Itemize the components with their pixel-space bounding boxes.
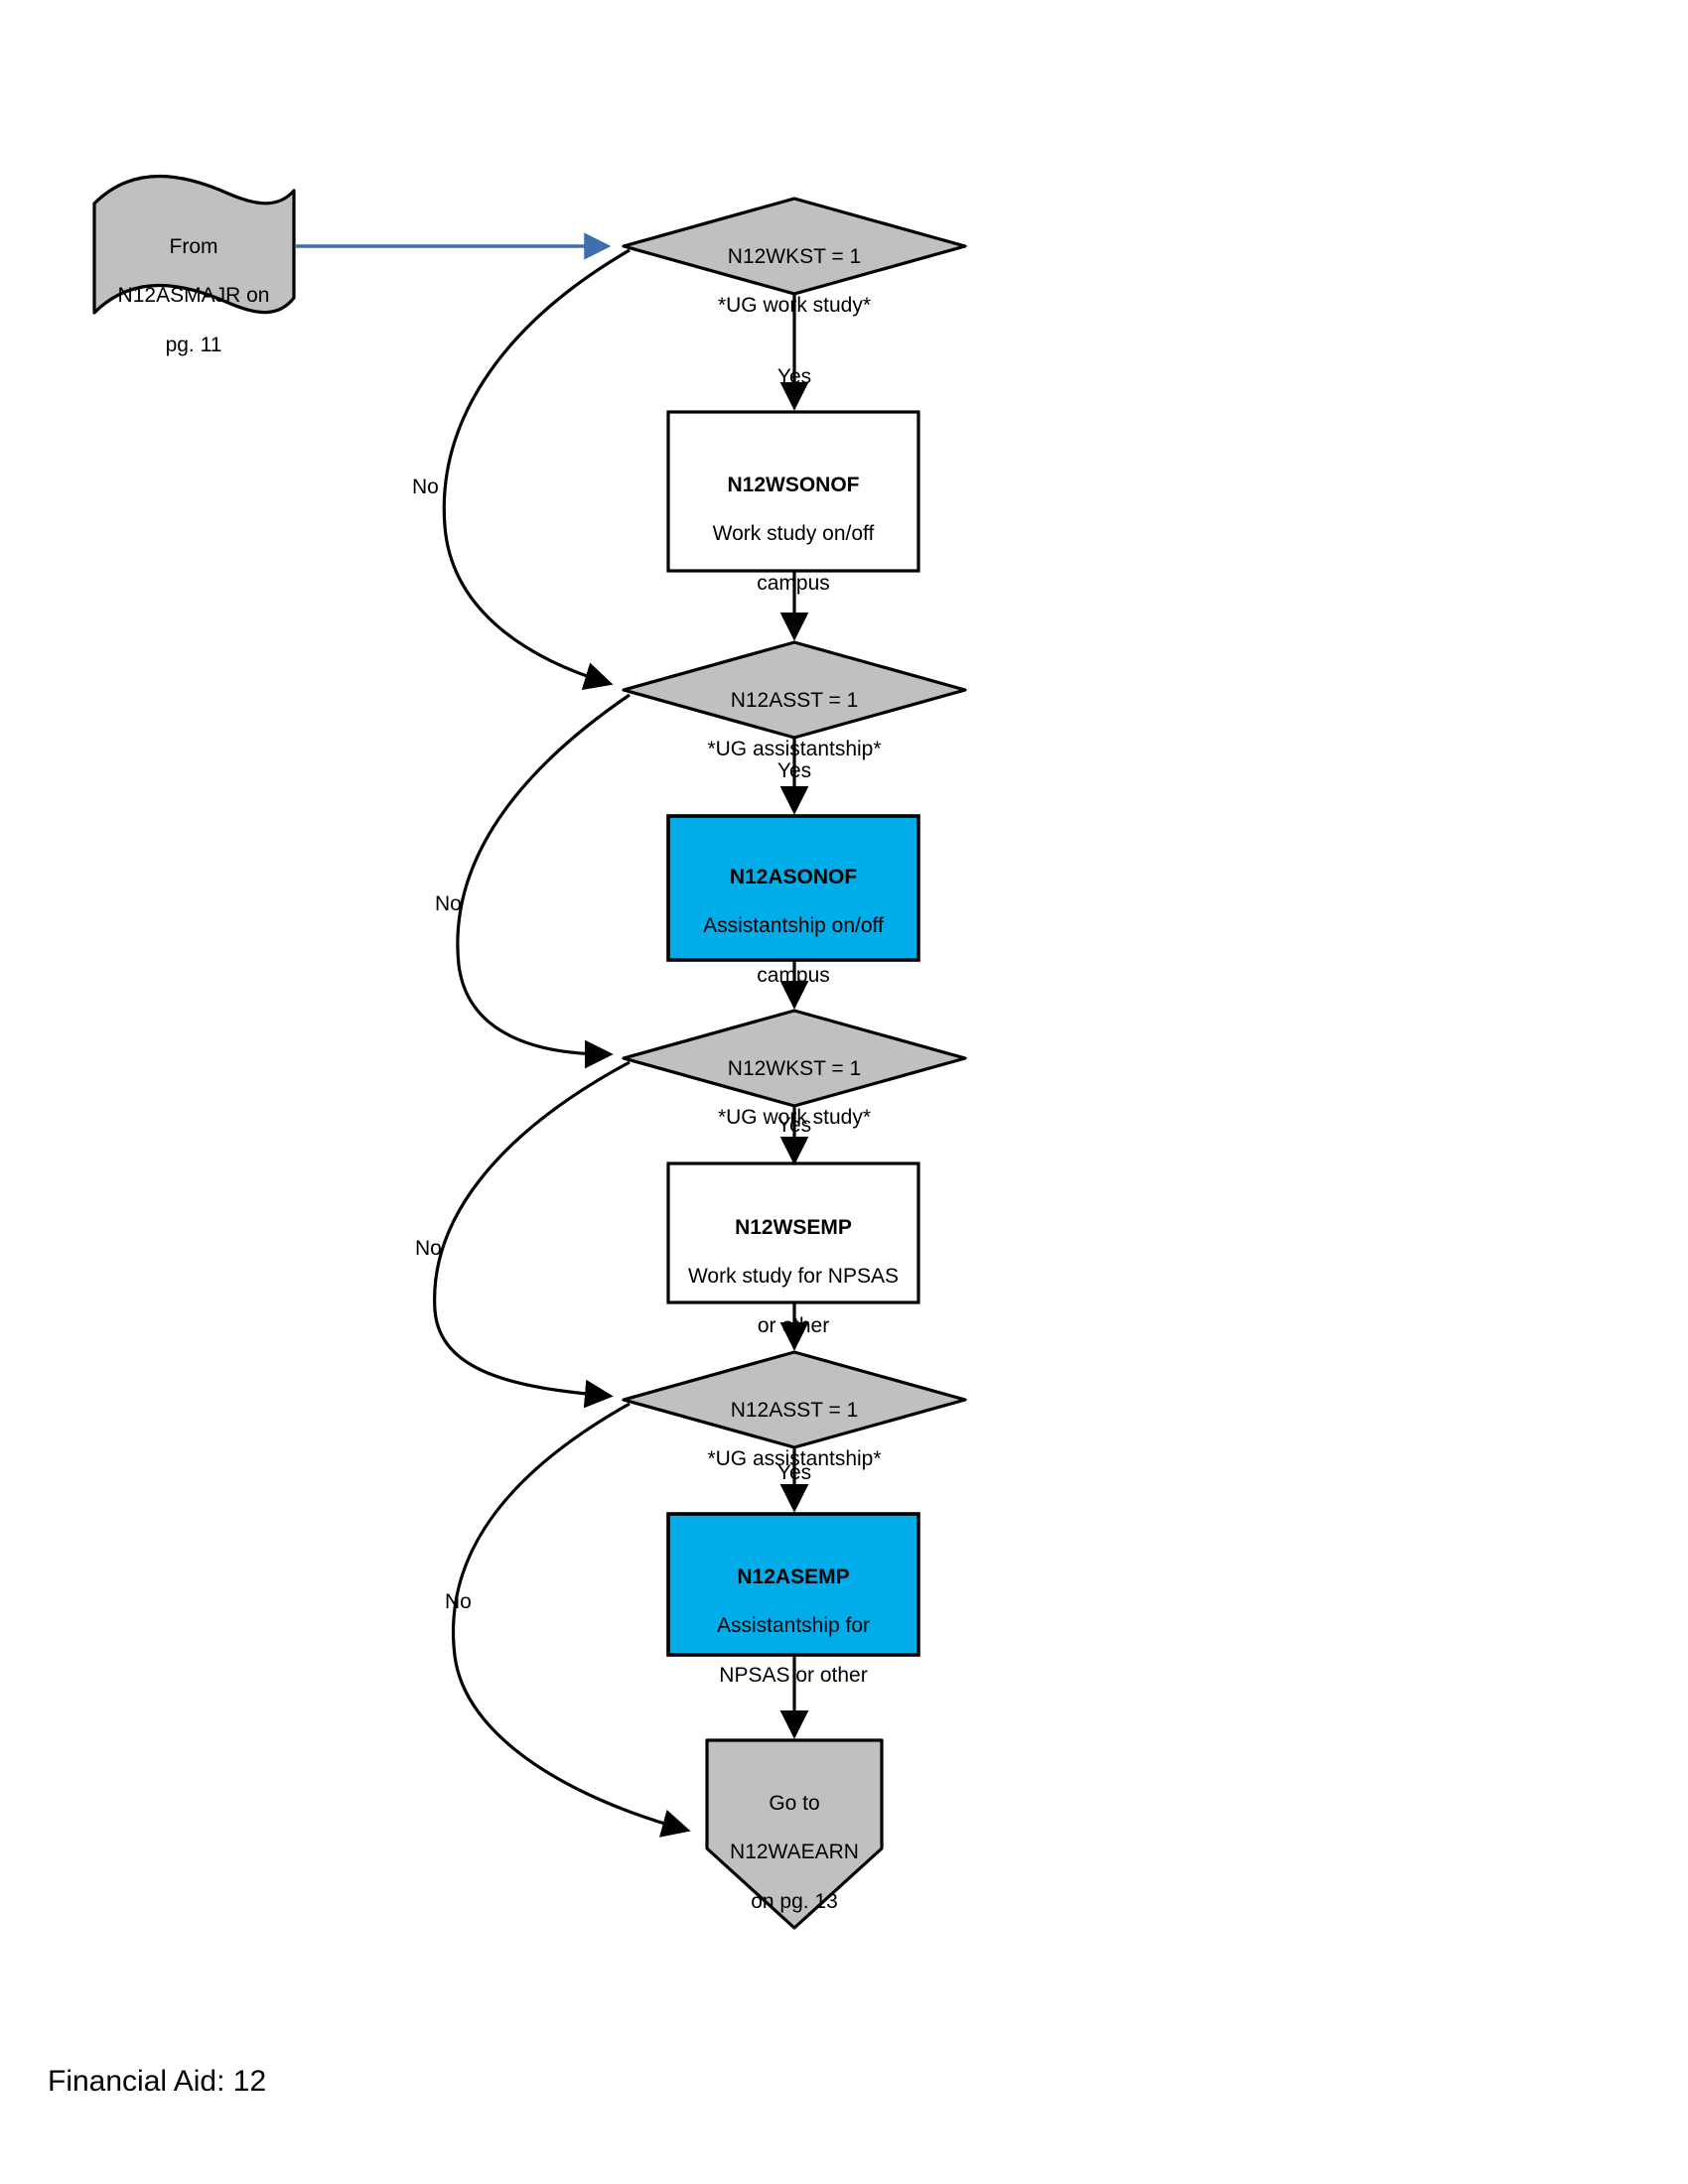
edge-d2-no-to-d3 — [456, 693, 631, 1069]
shape-process-n12wsemp — [666, 1161, 920, 1304]
edge-label-no-4: No — [445, 1590, 472, 1613]
edge-d1-no-to-d2 — [442, 248, 631, 691]
edge-d3-no-to-d4 — [433, 1060, 631, 1409]
edge-label-no-1: No — [412, 476, 439, 498]
shape-process-n12asemp — [666, 1512, 920, 1657]
edge-label-no-3: No — [415, 1237, 442, 1260]
edge-label-yes-1: Yes — [776, 365, 812, 388]
shape-process-n12wsonof — [666, 410, 920, 573]
shape-goto-n12waearn — [705, 1738, 884, 1930]
shape-decision-n12asst-2 — [622, 1350, 967, 1449]
edge-d4-no-to-goto — [451, 1402, 691, 1838]
shape-decision-n12wkst-2 — [622, 1009, 967, 1108]
page-footer: Financial Aid: 12 — [48, 2065, 267, 2098]
edge-label-yes-4: Yes — [776, 1461, 812, 1484]
shape-decision-n12wkst-1 — [622, 197, 967, 296]
edge-label-yes-3: Yes — [776, 1114, 812, 1137]
edge-label-no-2: No — [435, 892, 462, 915]
shape-process-n12asonof — [666, 814, 920, 962]
edge-label-yes-2: Yes — [776, 759, 812, 782]
shape-decision-n12asst-1 — [622, 640, 967, 740]
shape-from-n12asmajr — [92, 175, 296, 315]
